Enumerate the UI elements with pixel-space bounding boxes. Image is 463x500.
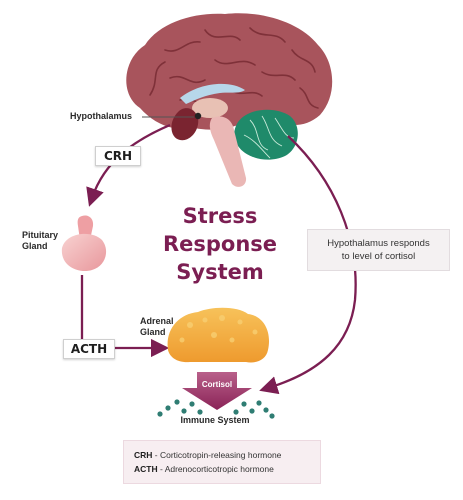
immune-system-label: Immune System — [180, 415, 250, 425]
legend-abbr: CRH — [134, 450, 153, 460]
adrenal-gland-illustration — [167, 307, 270, 363]
pituitary-gland-illustration — [61, 215, 107, 272]
legend-definition: - Adrenocorticotropic hormone — [159, 464, 274, 474]
feedback-arrow — [259, 135, 357, 395]
legend-definition: - Corticotropin-releasing hormone — [154, 450, 282, 460]
crh-box: CRH — [95, 146, 141, 166]
pituitary-label-line1: Pituitary — [22, 230, 59, 240]
corpus-callosum — [180, 83, 245, 104]
title-line3: System — [176, 260, 264, 284]
cerebellum-shape — [234, 109, 298, 160]
adrenal-label-line1: Adrenal — [140, 316, 174, 326]
pituitary-label-line2: Gland — [22, 241, 48, 251]
legend-box: CRH - Corticotropin-releasing hormone AC… — [123, 440, 321, 484]
adrenal-label: Adrenal Gland — [140, 316, 174, 338]
adrenal-texture — [179, 315, 258, 343]
cerebellum-folds — [243, 115, 295, 159]
adrenal-label-line2: Gland — [140, 327, 166, 337]
legend-abbr: ACTH — [134, 464, 158, 474]
cerebrum-shape — [126, 13, 333, 130]
feedback-note-line1: Hypothalamus responds — [327, 238, 430, 249]
title-line2: Response — [162, 232, 278, 256]
pituitary-stalk — [77, 215, 94, 240]
brainstem-shape — [209, 116, 247, 187]
cortisol-label: Cortisol — [201, 380, 233, 389]
diagram-title: Stress Response System — [130, 202, 310, 286]
hypothalamus-marker — [194, 112, 202, 120]
legend-row-crh: CRH - Corticotropin-releasing hormone — [134, 448, 320, 462]
feedback-note: Hypothalamus responds to level of cortis… — [307, 229, 450, 271]
acth-box: ACTH — [63, 339, 115, 359]
adrenal-body — [167, 307, 270, 363]
legend-row-acth: ACTH - Adrenocorticotropic hormone — [134, 462, 320, 476]
pituitary-body — [61, 233, 107, 272]
immune-dots — [157, 399, 275, 419]
frontal-lower-shape — [171, 108, 199, 141]
title-line1: Stress — [182, 204, 258, 228]
brain-illustration — [126, 13, 333, 187]
hypothalamus-label: Hypothalamus — [70, 111, 133, 121]
thalamus-shape — [192, 98, 228, 118]
cortisol-arrow — [182, 372, 252, 410]
pituitary-label: Pituitary Gland — [22, 230, 58, 252]
feedback-note-line2: to level of cortisol — [341, 251, 416, 262]
